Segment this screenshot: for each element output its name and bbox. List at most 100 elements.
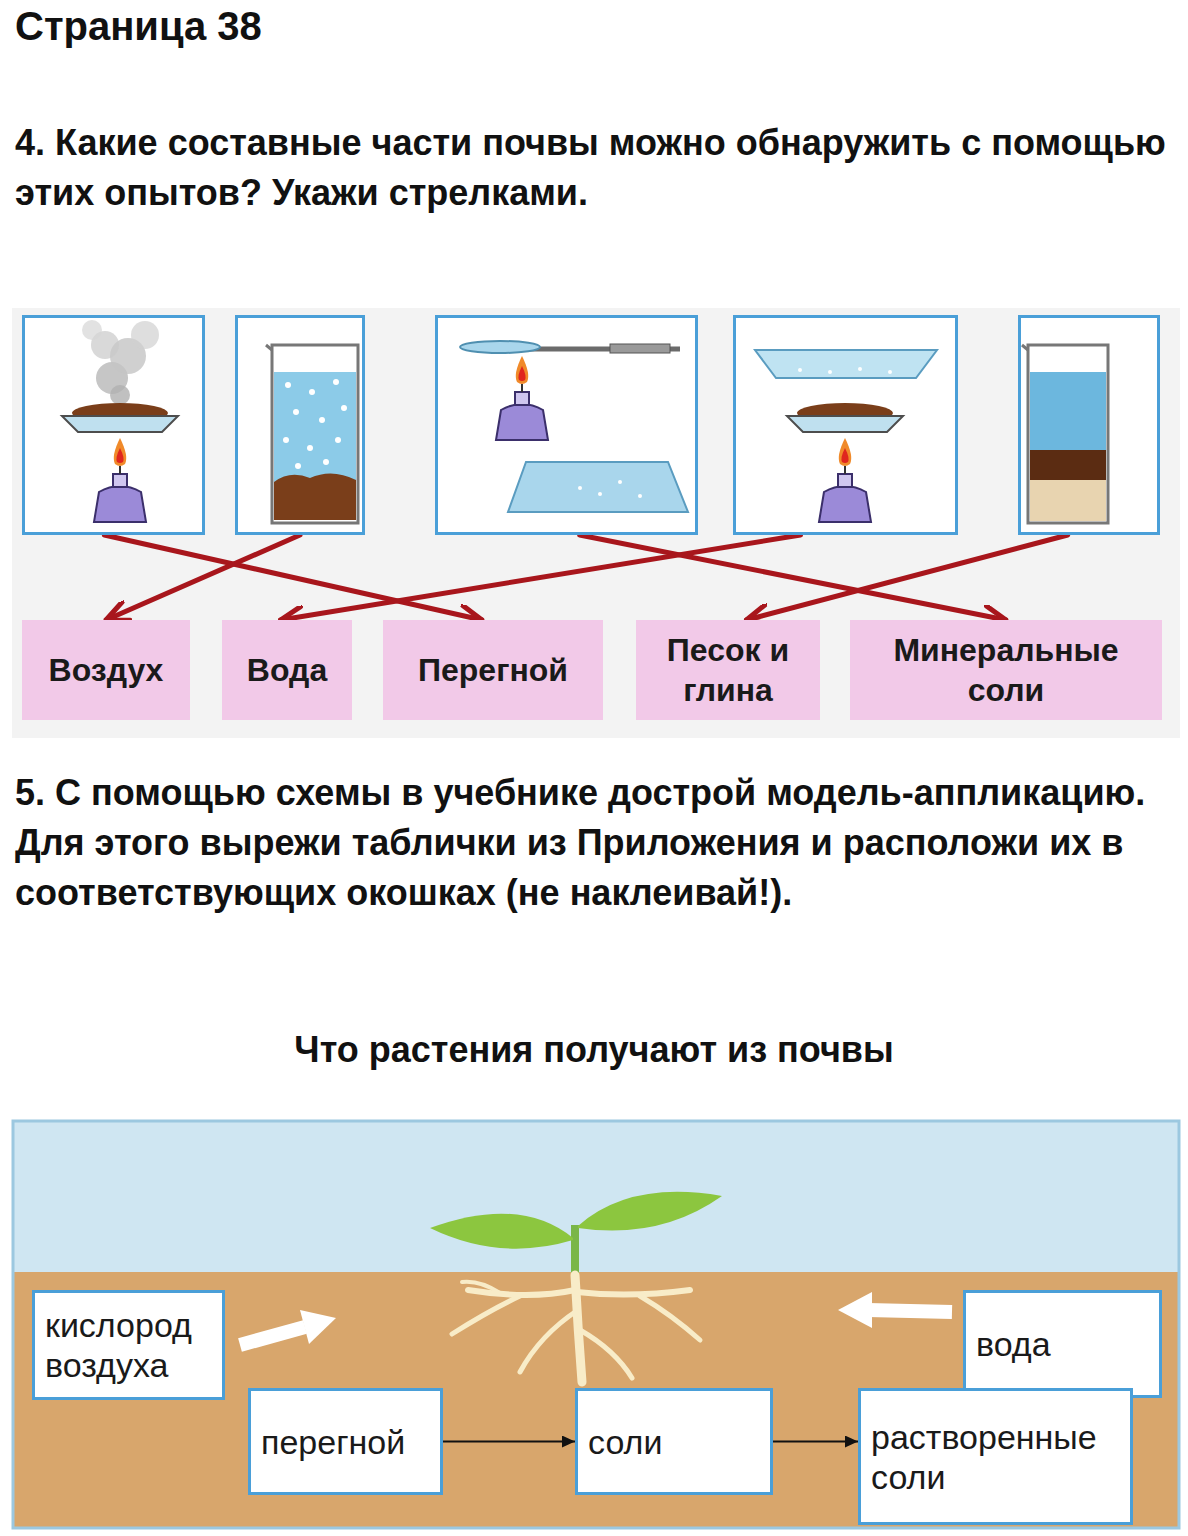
glass-plate [618,480,622,484]
plant [430,1214,573,1249]
soil-component: Песок и глина [656,630,800,710]
beaker [285,382,291,388]
plant [578,1192,722,1231]
beaker [272,345,358,523]
beaker [274,473,356,520]
answer-arrow [746,535,1067,620]
soil-component: Вода [242,650,332,690]
experiment-ground [235,315,365,535]
scheme-box: растворенные соли [858,1388,1133,1525]
plant [577,1290,690,1295]
scheme-box: вода [963,1290,1162,1398]
glass-plate [638,494,642,498]
answer-box: Песок и глина [636,620,820,720]
beaker [274,372,356,482]
smoke [82,320,159,405]
soil-dish [787,403,903,432]
beaker [307,445,313,451]
page-title: Страница 38 [15,2,715,50]
spirit-lamp [819,438,871,522]
spirit-lamp [94,438,146,522]
experiment-panel [733,315,958,535]
beaker [293,409,299,415]
plant [640,1296,700,1340]
plant [430,1192,722,1382]
answer-arrow [106,535,300,620]
scheme-box: кислород воздуха [32,1290,225,1400]
plant [462,1282,500,1293]
sky [13,1121,1179,1273]
scene-border [13,1121,1179,1528]
experiment-panel [235,315,365,535]
glass-dish [828,370,832,374]
tongs [460,341,680,353]
plant [520,1310,578,1372]
experiment-ground [22,315,205,535]
scheme-box: соли [575,1388,773,1495]
beaker [323,459,329,465]
beaker [283,437,289,443]
plant-need: вода [976,1324,1149,1364]
scheme-heading: Что растения получают из почвы [0,1025,1188,1075]
experiment-ground [733,315,958,535]
spirit-lamp [496,356,548,440]
water-arrow [838,1292,952,1328]
experiment-ground [22,315,1160,535]
water-arrow [868,1310,952,1312]
smoke [82,320,102,340]
beaker [295,463,301,469]
beaker [1028,345,1108,523]
beaker [266,345,358,523]
beaker [266,345,272,350]
soil-dish [62,403,178,432]
tongs [460,341,540,353]
plant-need: кислород воздуха [45,1305,212,1385]
soil-dish [62,416,178,432]
plant-need: растворенные соли [871,1417,1120,1497]
glass-dish [755,350,937,378]
glass-plate [578,486,582,490]
beaker [333,379,339,385]
exercise-ground [12,308,1180,738]
answer-box: Минеральные соли [850,620,1162,720]
experiment-ground [435,315,698,535]
answer-arrow [281,535,801,620]
beaker [1030,480,1106,521]
glass-dish [798,368,802,372]
beaker [1022,345,1028,350]
experiment-panel [22,315,205,535]
plant [452,1296,520,1334]
smoke [131,321,159,349]
soil-component: Перегной [403,650,583,690]
tongs [610,344,670,353]
plant-need: соли [588,1422,760,1462]
task-text: 5. С помощью схемы в учебнике дострой мо… [15,768,1180,918]
glass-dish [858,367,862,371]
plant [580,1330,632,1378]
oxygen-arrow [300,1310,336,1344]
glass-plate [508,462,688,512]
flow-arrow [443,1441,575,1443]
glass-plate [598,492,602,496]
flow-arrow [773,1441,858,1443]
beaker [1030,450,1106,480]
answer-box: Вода [222,620,352,720]
beaker [309,389,315,395]
answer-box: Воздух [22,620,190,720]
beaker [1030,372,1106,450]
beaker [341,405,347,411]
oxygen-arrow [240,1310,336,1345]
scheme-box: перегной [248,1388,443,1495]
soil-dish [787,416,903,432]
plant-need: перегной [261,1422,430,1462]
soil-component: Воздух [42,650,170,690]
experiment-ground [1018,315,1160,535]
beaker [335,437,341,443]
smoke [110,385,130,405]
experiment-panel [435,315,698,535]
water-arrow [838,1292,872,1328]
experiment-panel [1018,315,1160,535]
soil-component: Минеральные соли [870,630,1142,710]
